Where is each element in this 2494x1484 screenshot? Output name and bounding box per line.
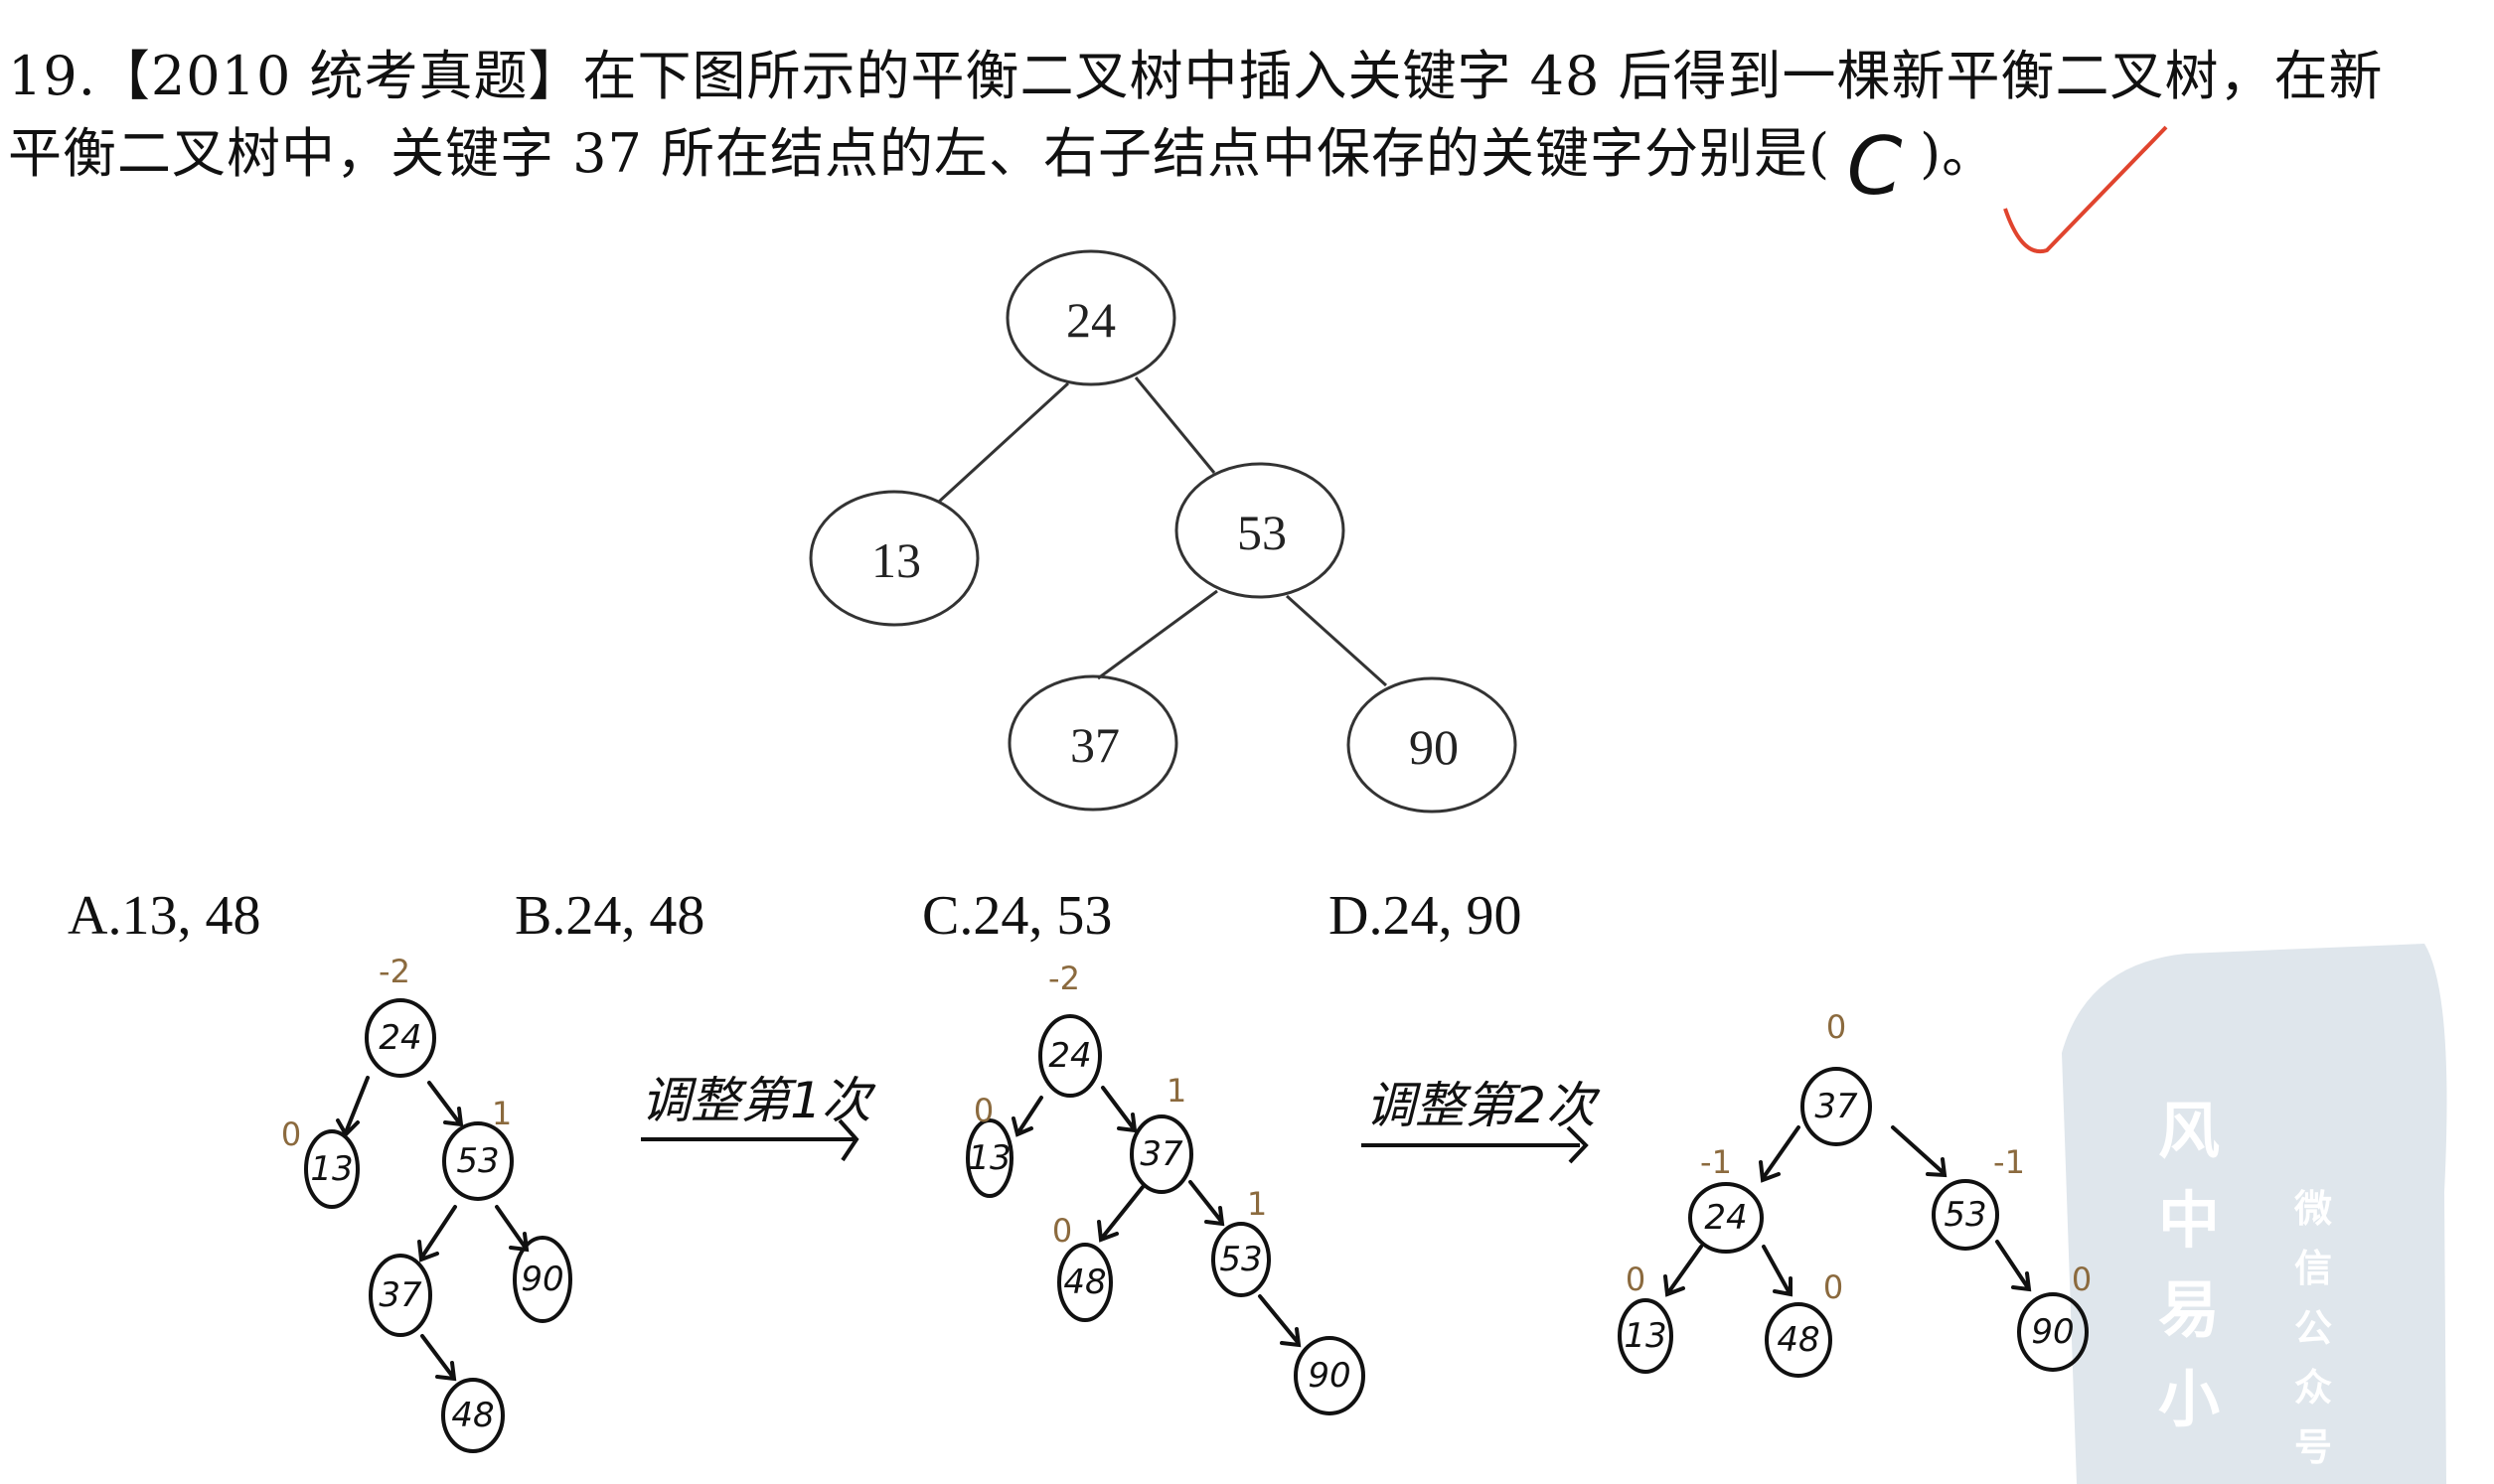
sketch-node: 48 [1777,1320,1819,1360]
tree-node-24: 24 [1066,292,1116,348]
balance-factor: 0 [1826,1008,1846,1046]
arrow-right-icon [1361,1125,1589,1164]
balance-factor: -2 [379,953,410,990]
check-mark-icon [2003,125,2168,254]
sketch-node: 37 [379,1275,422,1315]
question-line-2: 平衡二叉树中，关键字 37 所在结点的左、右子结点中保存的关键字分别是(C)。 [8,109,1996,207]
watermark-name-1: 风 [2158,1095,2220,1167]
tree-node-90: 90 [1409,719,1459,775]
balance-factor: 0 [1052,1212,1072,1250]
watermark: 风 中 易 小 微 信 公 众 号 [2062,944,2447,1484]
balance-factor: -1 [1993,1143,2025,1181]
sketch-node: 53 [1219,1240,1262,1279]
balance-factor: -2 [1048,960,1080,997]
sketch-node: 53 [456,1141,499,1181]
printed-tree [809,249,1517,814]
sketch-node: 13 [1624,1316,1666,1356]
question-line-1: 19.【2010 统考真题】在下图所示的平衡二叉树中插入关键字 48 后得到一棵… [8,45,2384,107]
tree-node-53: 53 [1237,505,1287,560]
balance-factor: 0 [974,1092,994,1129]
balance-factor: 1 [1167,1072,1186,1110]
sketch-node: 13 [968,1138,1011,1178]
question-line-2-text: 平衡二叉树中，关键字 37 所在结点的左、右子结点中保存的关键字分别是( [8,122,1831,185]
watermark-name-2: 中 [2158,1184,2220,1257]
balance-factor: -1 [1700,1143,1732,1181]
watermark-name-3: 易 [2158,1273,2220,1346]
step-1-label: 调整第1次 [641,1072,876,1129]
sketch-node: 24 [1704,1198,1747,1238]
balance-factor: 1 [1247,1185,1267,1223]
handwritten-answer: C [1846,120,1904,213]
watermark-sub-2: 信 [2294,1247,2332,1290]
balance-factor: 0 [281,1115,301,1153]
balance-factor: 1 [492,1095,512,1132]
option-d: D.24, 90 [1328,885,1522,947]
arrow-right-icon [641,1118,859,1162]
balance-factor: 0 [1823,1268,1843,1306]
sketch-tree-2 [966,1014,1365,1415]
sketch-node: 90 [521,1260,563,1299]
sketch-tree-1 [304,998,572,1453]
balance-factor: 0 [2072,1261,2092,1298]
step-2-label: 调整第2次 [1365,1077,1601,1134]
question-line-2-end: )。 [1920,122,1997,185]
watermark-sub-4: 众 [2294,1366,2332,1410]
sketch-node: 48 [1063,1262,1106,1302]
watermark-name-4: 小 [2158,1363,2220,1435]
sketch-node: 53 [1944,1195,1986,1235]
balance-factor: 0 [1626,1261,1645,1298]
sketch-node: 24 [1048,1036,1091,1076]
sketch-node: 37 [1140,1134,1183,1174]
sketch-node: 37 [1814,1087,1858,1126]
watermark-sub-3: 公 [2294,1306,2332,1350]
sketch-node: 24 [379,1018,421,1058]
watermark-sub-5: 号 [2294,1425,2332,1469]
option-a: A.13, 48 [68,885,261,947]
watermark-sub-1: 微 [2293,1187,2332,1231]
tree-node-37: 37 [1070,717,1120,773]
sketch-node: 48 [451,1396,494,1435]
option-b: B.24, 48 [515,885,705,947]
sketch-tree-3 [1618,1067,2089,1378]
sketch-node: 90 [2031,1312,2074,1352]
sketch-node: 13 [310,1149,353,1189]
sketch-node: 90 [1308,1356,1350,1396]
tree-node-13: 13 [871,532,921,588]
option-c: C.24, 53 [922,885,1113,947]
